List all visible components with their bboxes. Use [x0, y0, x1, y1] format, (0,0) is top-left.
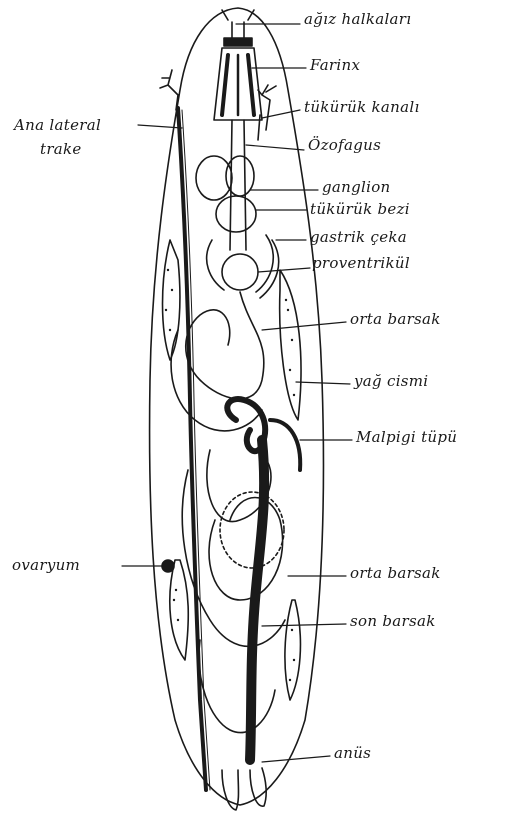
- midgut-loop-4: [209, 498, 283, 601]
- label-son-barsak: son barsak: [350, 612, 436, 630]
- hindgut: [250, 440, 264, 760]
- malpighian-branch: [270, 420, 300, 470]
- salivary-duct: [258, 115, 260, 140]
- leader-ana-lateral: [138, 125, 182, 128]
- label-ganglion: ganglion: [322, 178, 391, 196]
- label-farinx: Farinx: [310, 56, 360, 74]
- main-lateral-trachea: [178, 108, 206, 790]
- label-gastrik-ceka: gastrik çeka: [310, 228, 407, 246]
- label-orta-barsak-1: orta barsak: [350, 310, 441, 328]
- mouth-ring: [224, 38, 252, 46]
- label-yag-cismi: yağ cismi: [354, 372, 428, 390]
- gastric-caeca-right: [256, 235, 273, 292]
- label-ana-lateral: Ana lateral: [14, 116, 101, 134]
- pharynx-stripe-1: [222, 55, 228, 115]
- leader-ozofagus: [246, 145, 304, 150]
- label-tukuruk-bezi: tükürük bezi: [310, 200, 410, 218]
- midgut-loop-1: [186, 292, 264, 399]
- fat-body-lower-right: [285, 600, 301, 700]
- leader-anus: [262, 756, 330, 762]
- pharynx-stripe-2: [248, 55, 254, 115]
- label-tukuruk-kanali: tükürük kanalı: [304, 98, 420, 116]
- gastric-caeca-left: [207, 240, 224, 290]
- fat-body-lower-left: [170, 560, 188, 660]
- leader-orta-barsak-1: [262, 322, 346, 330]
- label-agiz-halkalari: ağız halkaları: [304, 10, 411, 28]
- main-lateral-trachea-inner: [182, 110, 210, 790]
- midgut-loop-6: [199, 640, 275, 733]
- label-orta-barsak-2: orta barsak: [350, 564, 441, 582]
- leader-son-barsak: [262, 624, 346, 626]
- salivary-gland: [216, 196, 256, 232]
- label-malpigi-tupu: Malpigi tüpü: [356, 428, 457, 446]
- proventriculus: [222, 254, 258, 290]
- label-ovaryum: ovaryum: [12, 556, 80, 574]
- midgut-loop-2: [171, 330, 262, 431]
- ovary: [162, 560, 174, 572]
- label-anus: anüs: [334, 744, 371, 762]
- midgut-coil: [220, 492, 284, 568]
- leader-proventrikul: [258, 268, 310, 272]
- label-proventrikul: proventrikül: [312, 254, 410, 272]
- label-trake: trake: [40, 140, 82, 158]
- leader-yag-cismi: [296, 382, 350, 384]
- anterior-spiracle-left: [160, 70, 178, 110]
- gastric-caeca-right-2: [260, 240, 279, 298]
- mouth-hooks: [222, 10, 254, 40]
- fat-body-left: [163, 240, 180, 360]
- label-ozofagus: Özofagus: [308, 136, 381, 154]
- fat-body-right: [280, 270, 301, 420]
